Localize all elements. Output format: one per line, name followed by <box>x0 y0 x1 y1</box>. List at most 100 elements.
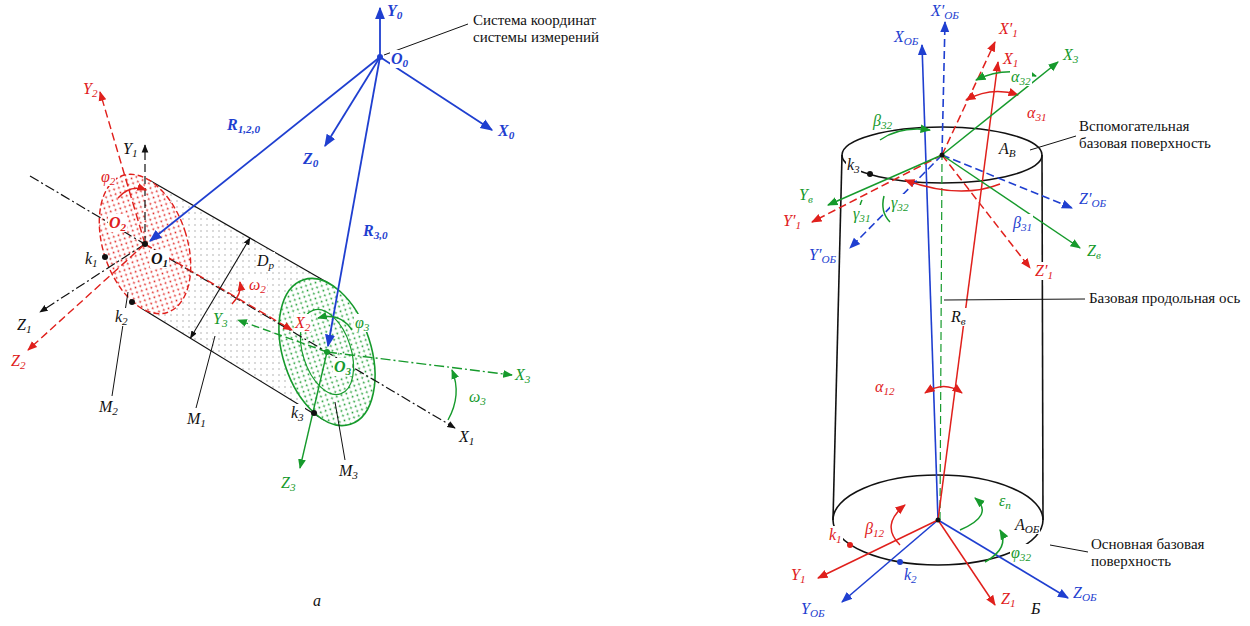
leader-line <box>944 136 1088 552</box>
axis-label: Z0 <box>302 150 319 168</box>
cylinder-outline <box>1042 155 1043 520</box>
note-text: Основная базовая поверхность <box>1090 536 1232 569</box>
point-dot <box>142 241 148 247</box>
axis-label: Z2 <box>10 352 27 370</box>
axis-label: γ32 <box>890 194 910 212</box>
axis-label: XОБ <box>893 28 919 46</box>
axis-label: M3 <box>338 462 359 480</box>
measurement-axes <box>379 8 381 57</box>
axis-label: R1,2,0 <box>226 116 261 134</box>
axis-label: M2 <box>98 398 119 416</box>
axis-label: X3 <box>1062 46 1079 64</box>
axis-label: α12 <box>874 378 896 396</box>
axis-label: O3 <box>333 358 352 376</box>
axis-label: M1 <box>186 410 207 428</box>
point-dot <box>324 349 330 355</box>
axis-label: k1 <box>84 250 99 268</box>
axis-label: Z1 <box>16 316 33 334</box>
axis-label: X′1 <box>998 20 1019 38</box>
blue-axes <box>938 520 1068 598</box>
green-axes <box>960 498 982 530</box>
axis-label: Y′1 <box>782 212 802 230</box>
green-axes <box>942 155 1080 248</box>
leader-line <box>112 24 468 460</box>
dimension-line <box>191 238 251 338</box>
measurement-axes <box>380 57 492 130</box>
face-axes <box>100 92 145 244</box>
end-axes <box>318 317 352 331</box>
axis-label: Б <box>1030 600 1041 618</box>
blue-axes <box>842 520 938 602</box>
axis-label: R3,0 <box>362 222 389 240</box>
point-dot <box>102 254 108 260</box>
base-axes <box>40 244 145 312</box>
axis-label: AОБ <box>1014 516 1040 534</box>
green-axes <box>828 155 942 205</box>
axis-label: k3 <box>846 156 861 174</box>
axis-label: X1 <box>458 428 475 446</box>
axis-label: X3 <box>514 366 531 384</box>
point-dot <box>377 54 383 60</box>
green-axes <box>883 196 890 222</box>
axis-label: k1 <box>828 526 843 544</box>
axis-label: O0 <box>390 50 409 68</box>
note-text: Система координат системы измерений <box>472 12 624 45</box>
axis-label: Y1 <box>122 140 139 158</box>
point-dot <box>847 542 853 548</box>
axis-label: ω2 <box>248 276 267 294</box>
axis-label: Y1 <box>790 566 807 584</box>
axis-label: AВ <box>998 140 1017 158</box>
axis-label: X1 <box>1002 50 1019 68</box>
axis-label: φ3 <box>354 314 370 332</box>
blue-axes <box>850 155 942 248</box>
axis-label: а <box>312 592 322 610</box>
axis-label: β31 <box>1012 214 1033 232</box>
end-axes <box>238 320 327 352</box>
red-axes <box>812 42 1030 605</box>
axis-label: Y′ОБ <box>808 246 837 264</box>
axis-label: β12 <box>864 520 885 538</box>
base-axes <box>144 145 145 244</box>
axis-label: O2 <box>108 214 127 232</box>
axis-label: εп <box>998 492 1012 510</box>
red-axes <box>925 387 962 394</box>
blue-axes <box>942 155 1072 208</box>
axis-label: Z1 <box>1000 590 1017 608</box>
point-dot <box>897 559 903 565</box>
point-dot <box>129 299 135 305</box>
green-axes <box>985 530 1003 562</box>
point-dot <box>867 171 873 177</box>
dimension-line <box>191 238 251 338</box>
measurement-axes <box>328 57 380 346</box>
leader-line <box>335 402 345 460</box>
face-axes <box>118 188 146 198</box>
axis-label: k3 <box>290 404 305 422</box>
point-dot <box>936 518 941 523</box>
blue-axes <box>842 22 1072 602</box>
axis-label: Zв <box>1086 242 1102 260</box>
face-axes <box>28 244 145 350</box>
axis-label: ω3 <box>468 388 487 406</box>
axis-label: X2 <box>294 314 311 332</box>
red-axes <box>942 155 1030 268</box>
measurement-axes <box>150 8 492 346</box>
axis-label: Y3 <box>212 310 229 328</box>
leader-line <box>1030 136 1076 150</box>
leader-line <box>944 299 1085 300</box>
point-dot <box>847 153 945 566</box>
axis-label: φ32 <box>1010 544 1032 562</box>
red-axes <box>938 520 995 605</box>
red-axes <box>812 155 942 222</box>
leader-line <box>196 336 215 408</box>
axis-label: X0 <box>497 122 515 140</box>
end-axes <box>448 370 456 420</box>
end-axes <box>327 352 512 375</box>
blue-axes <box>942 22 945 155</box>
axis-label: O1 <box>150 250 169 268</box>
end-axes <box>238 317 512 469</box>
axis-label: Rв <box>950 308 967 326</box>
base-axes <box>30 176 455 428</box>
red-axes <box>891 505 905 545</box>
axis-label: Y2 <box>82 80 99 98</box>
